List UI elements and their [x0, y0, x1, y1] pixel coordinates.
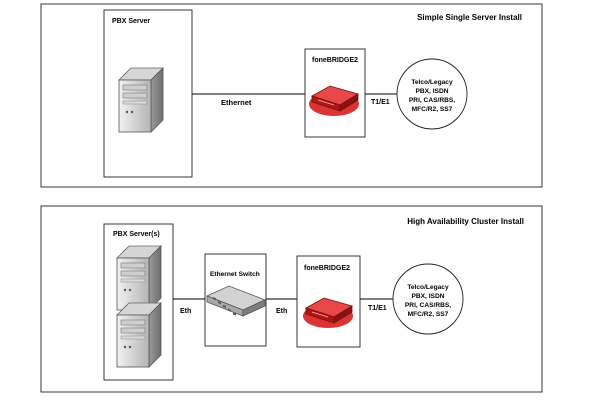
top-telco-line: Telco/Legacy [411, 79, 453, 86]
top-server-icon [118, 67, 164, 133]
bottom-telco-line: Telco/Legacy [407, 284, 449, 291]
top-telco-line: PRI, CAS/RBS, [409, 97, 455, 104]
bottom-telco-line: PRI, CAS/RBS, [405, 302, 451, 309]
bottom-telco-line: PBX, ISDN [412, 293, 445, 300]
top-panel-title: Simple Single Server Install [417, 13, 522, 22]
bottom-pbx-servers-label: PBX Server(s) [113, 231, 160, 238]
top-pbx-server-label: PBX Server [112, 18, 150, 25]
top-telco-line: PBX, ISDN [416, 88, 449, 95]
bottom-eth-label-mid: Eth [276, 308, 287, 315]
bottom-server-icon-2 [116, 302, 162, 368]
top-panel: Simple Single Server Install PBX Server … [40, 3, 543, 188]
bottom-telco-circle [392, 263, 464, 335]
top-telco-line: MFC/R2, SS7 [412, 106, 453, 113]
bottom-panel: High Availability Cluster Install PBX Se… [40, 205, 543, 393]
bottom-panel-title: High Availability Cluster Install [407, 217, 524, 226]
top-t1e1-label: T1/E1 [371, 99, 390, 106]
bottom-eth-label-left: Eth [180, 308, 191, 315]
ethernet-switch-label: Ethernet Switch [210, 271, 260, 278]
top-ethernet-label: Ethernet [221, 98, 252, 107]
bottom-telco-line: MFC/R2, SS7 [408, 311, 449, 318]
top-telco-circle [396, 58, 468, 130]
top-fonebridge-label: foneBRIDGE2 [312, 57, 358, 64]
bottom-t1e1-label: T1/E1 [368, 305, 387, 312]
bottom-fonebridge-label: foneBRIDGE2 [304, 265, 350, 272]
bottom-server-icon-1 [116, 245, 162, 311]
